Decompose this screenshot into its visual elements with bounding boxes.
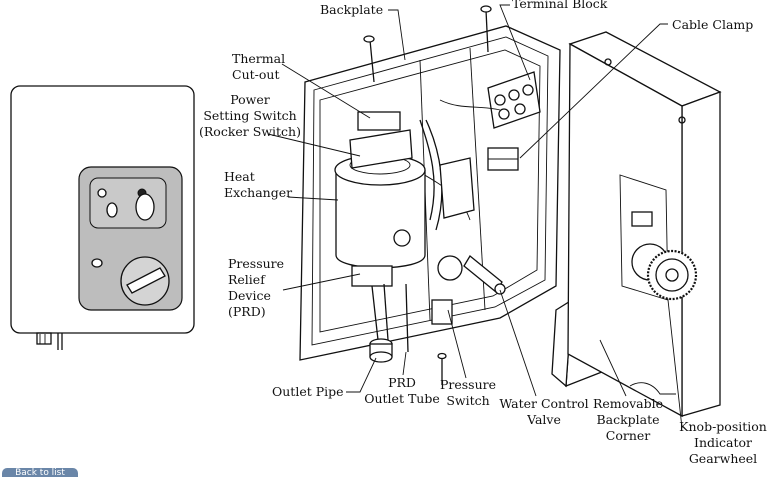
outlet-pipe: [369, 283, 409, 363]
label-prd-4: (PRD): [228, 304, 266, 319]
top-screw-right: [485, 9, 489, 53]
label-knob-1: Knob-position: [679, 419, 767, 434]
inlet-fitting: [36, 332, 52, 345]
label-knob-3: Gearwheel: [689, 451, 757, 466]
back-to-list-button[interactable]: Back to list: [2, 468, 78, 477]
indicator-dot: [91, 258, 103, 268]
label-thermal-2: Cut-out: [232, 67, 279, 82]
leader-lines: [267, 4, 683, 429]
label-prd-2: Relief: [228, 272, 266, 287]
label-removable-3: Corner: [606, 428, 651, 443]
backplate: [299, 5, 561, 385]
label-prd-outlet-1: PRD: [388, 375, 416, 390]
label-prd-outlet-2: Outlet Tube: [364, 391, 440, 406]
pressure-switch: [431, 255, 463, 325]
rocker-switch-left: [106, 202, 118, 218]
label-water-valve-1: Water Control: [499, 396, 588, 411]
label-prd-1: Pressure: [228, 256, 284, 271]
assembled-unit: [10, 85, 195, 350]
label-power-1: Power: [230, 92, 270, 107]
label-backplate: Backplate: [320, 2, 383, 17]
pressure-relief-device: [351, 157, 475, 287]
top-screw-left: [369, 39, 375, 83]
terminal-block: [487, 71, 541, 129]
label-heat-2: Exchanger: [224, 185, 292, 200]
rocker-switch-right: [135, 193, 155, 221]
label-removable-2: Backplate: [596, 412, 659, 427]
prd-outlet-tube: [405, 283, 409, 353]
label-water-valve-2: Valve: [526, 412, 561, 427]
knob-position-gearwheel: [646, 249, 698, 301]
label-power-2: Setting Switch: [203, 108, 296, 123]
power-setting-switch: [349, 129, 413, 169]
label-prd-3: Device: [228, 288, 271, 303]
label-knob-2: Indicator: [694, 435, 752, 450]
water-control-valve: [463, 255, 506, 295]
label-pressure-switch-1: Pressure: [440, 377, 496, 392]
neon-window: [89, 177, 167, 229]
label-terminal-block: Terminal Block: [512, 0, 608, 11]
unit-body: [10, 85, 195, 334]
cable-clamp: [487, 147, 519, 171]
neon-lamp-left: [97, 188, 107, 198]
label-removable-1: Removable: [593, 396, 663, 411]
front-cover: [567, 31, 722, 418]
label-power-3: (Rocker Switch): [199, 124, 301, 139]
label-outlet-pipe: Outlet Pipe: [272, 384, 344, 399]
thermal-cutout: [357, 111, 401, 131]
labels: Backplate Terminal Block Cable Clamp The…: [199, 0, 767, 466]
label-thermal-1: Thermal: [232, 51, 285, 66]
heat-exchanger: [334, 111, 426, 269]
label-heat-1: Heat: [224, 169, 255, 184]
label-cable-clamp: Cable Clamp: [672, 17, 753, 32]
knob-grip: [126, 267, 166, 294]
label-pressure-switch-2: Switch: [446, 393, 489, 408]
